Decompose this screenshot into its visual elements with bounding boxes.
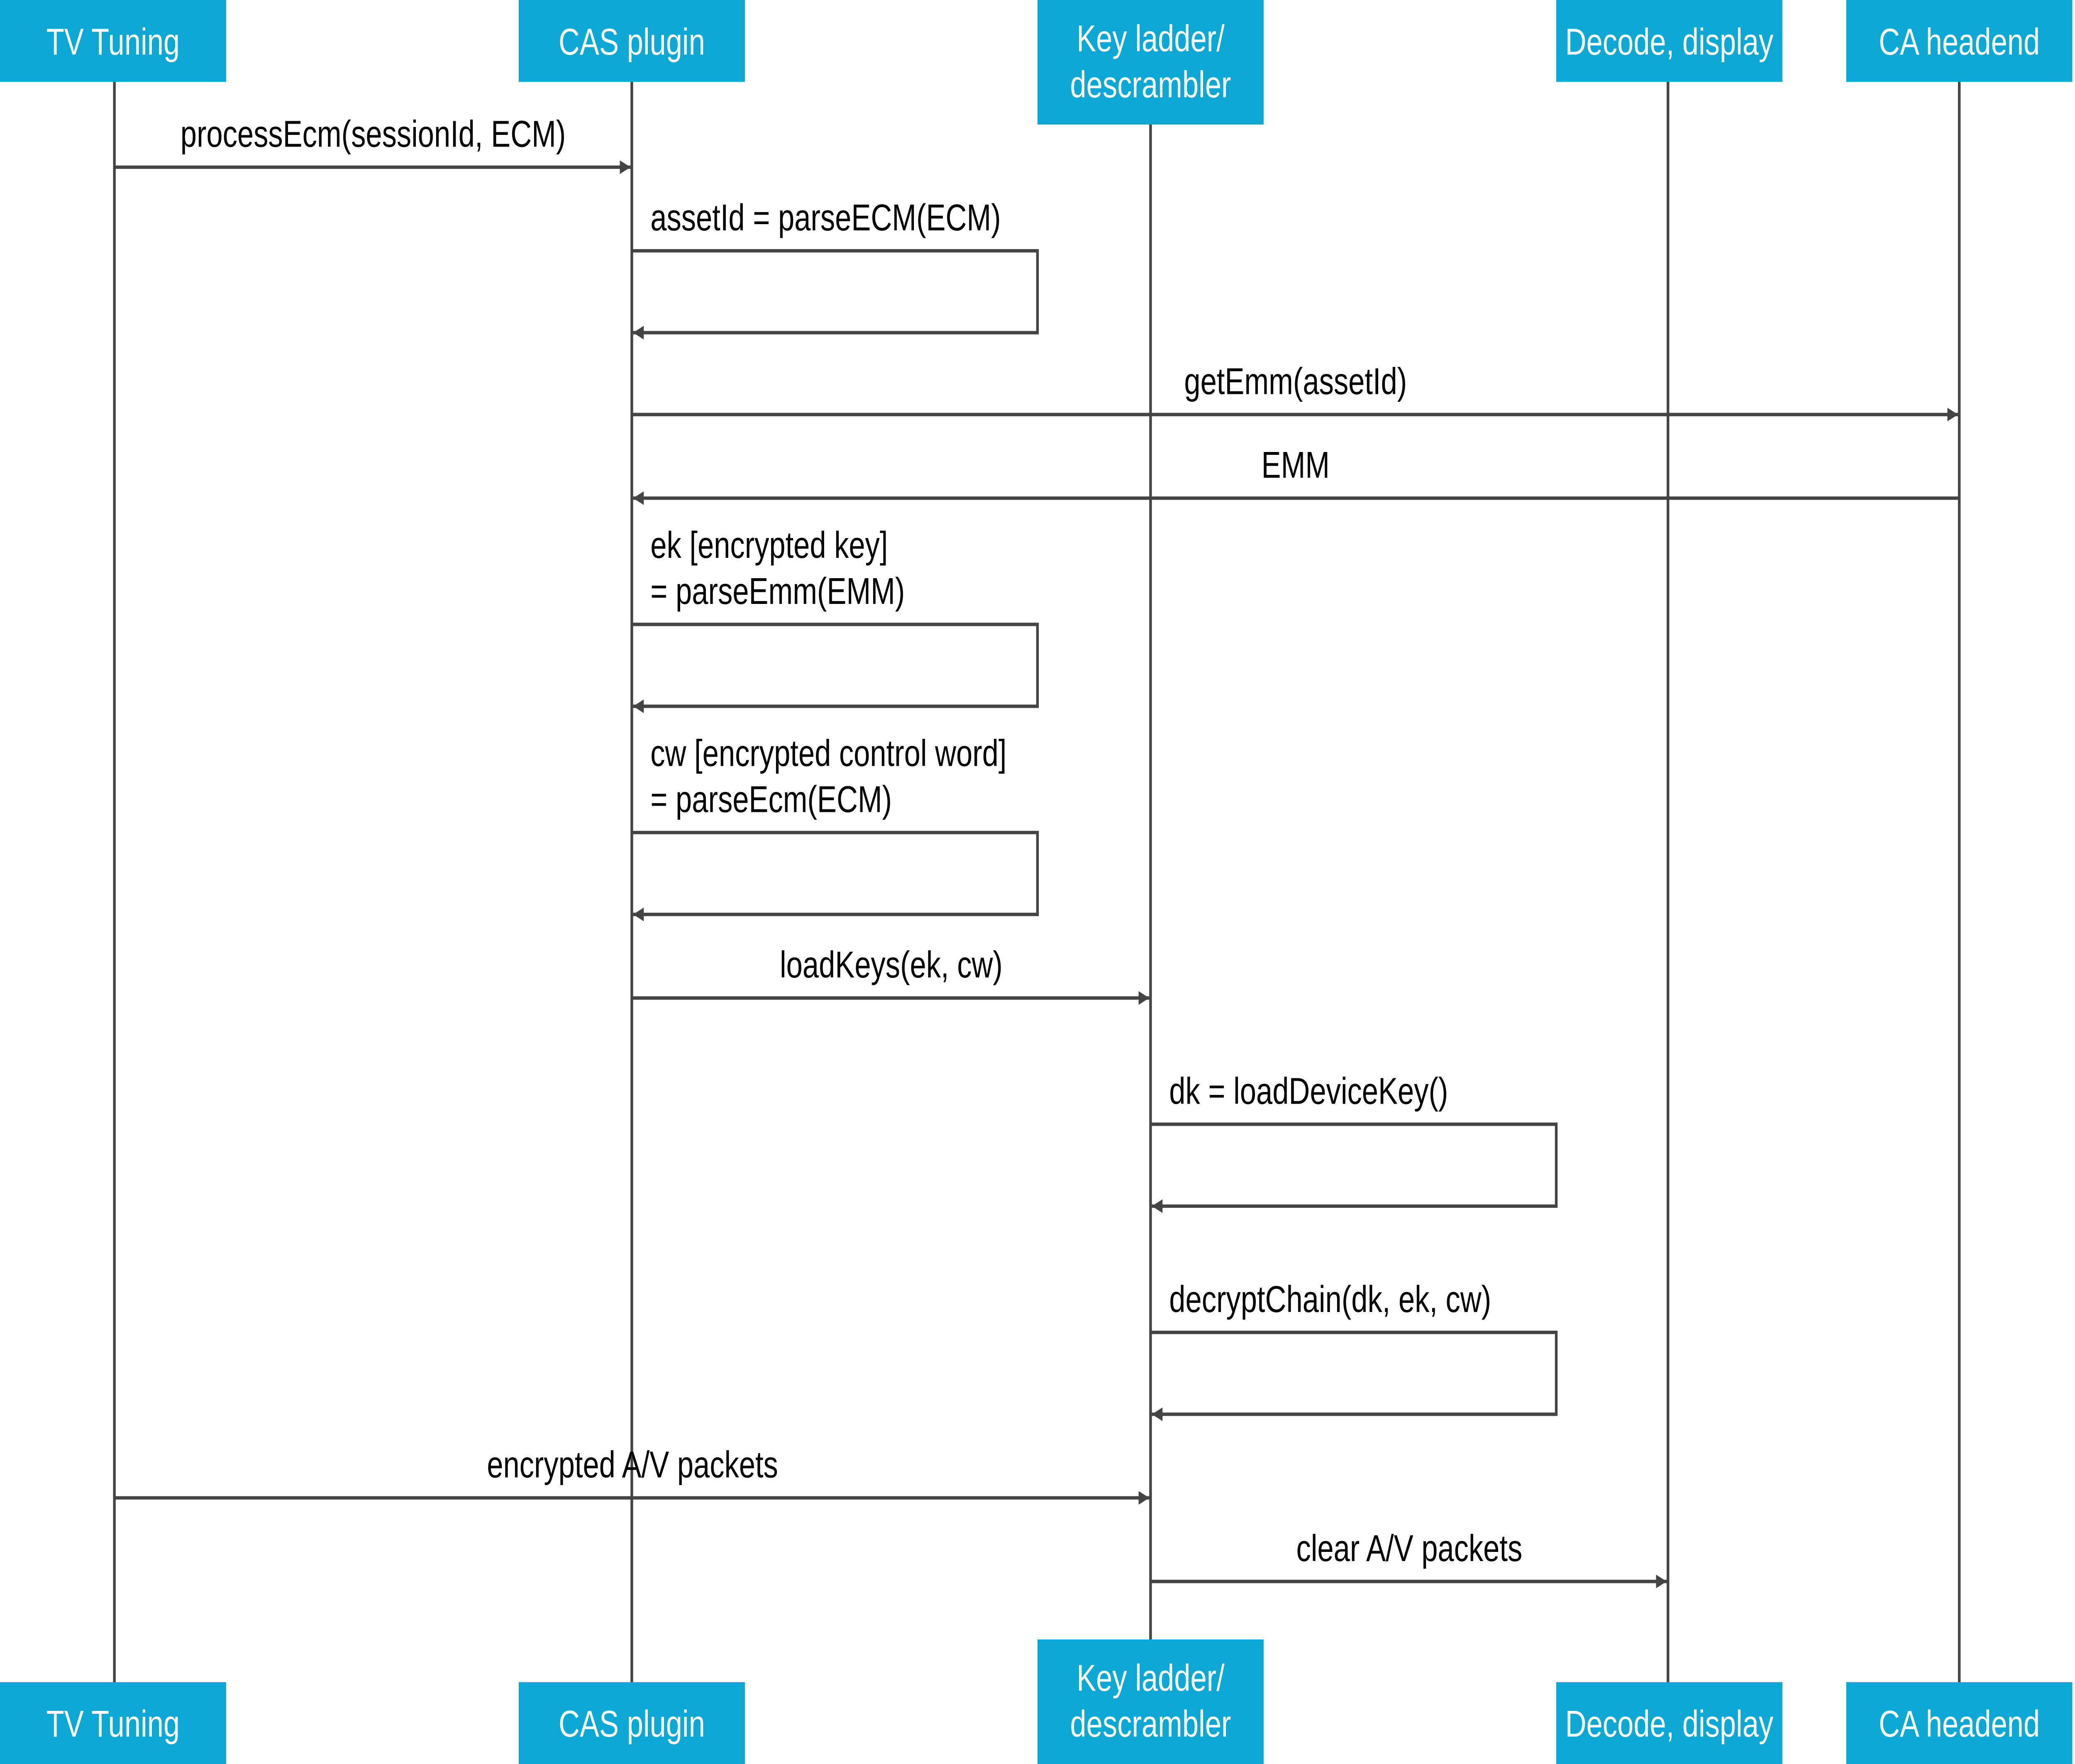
- message-9: encrypted A/V packets: [114, 1444, 1150, 1505]
- participant-box: [1038, 1639, 1264, 1764]
- participant-bottom-ca-headend: CA headend: [1846, 1682, 2073, 1764]
- participant-label: CA headend: [1879, 21, 2040, 63]
- message-label: getEmm(assetId): [1184, 361, 1407, 402]
- participant-top-ca-headend: CA headend: [1846, 0, 2073, 82]
- participant-box: [519, 1682, 745, 1764]
- participant-top-key-ladder-descrambler: Key ladder/descrambler: [1038, 0, 1264, 125]
- message-7: dk = loadDeviceKey(): [1150, 1070, 1558, 1213]
- participant-label: CAS plugin: [559, 1703, 705, 1745]
- message-5: cw [encrypted control word] = parseEcm(EC…: [632, 733, 1039, 921]
- participant-bottom-decode-display: Decode, display: [1556, 1682, 1782, 1764]
- participant-bottom-cas-plugin: CAS plugin: [519, 1682, 745, 1764]
- message-label: assetId = parseECM(ECM): [650, 197, 1001, 239]
- self-message-arrow: [1150, 1122, 1558, 1213]
- message-10: clear A/V packets: [1150, 1528, 1667, 1588]
- message-3: EMM: [633, 445, 1960, 505]
- message-label: processEcm(sessionId, ECM): [181, 113, 566, 155]
- participant-label: CA headend: [1879, 1703, 2040, 1745]
- participant-box: [1556, 0, 1782, 82]
- self-message-arrow: [632, 623, 1039, 713]
- self-message-arrow: [632, 831, 1039, 921]
- participant-box: [1556, 1682, 1782, 1764]
- participant-bottom-tv-tuning: TV Tuning: [0, 1682, 226, 1764]
- message-1: assetId = parseECM(ECM): [632, 197, 1039, 340]
- message-label: loadKeys(ek, cw): [780, 944, 1003, 986]
- message-8: decryptChain(dk, ek, cw): [1150, 1278, 1558, 1421]
- participant-label: TV Tuning: [46, 1703, 180, 1745]
- message-0: processEcm(sessionId, ECM): [114, 113, 631, 174]
- participant-label: Decode, display: [1565, 21, 1774, 63]
- participant-box: [1038, 0, 1264, 125]
- participant-label: descrambler: [1070, 64, 1231, 105]
- message-label: decryptChain(dk, ek, cw): [1169, 1278, 1491, 1320]
- self-message-arrow: [1150, 1330, 1558, 1421]
- participant-label: TV Tuning: [46, 21, 180, 63]
- participant-box: [0, 0, 226, 82]
- message-label: ek [encrypted key]: [650, 525, 888, 566]
- self-message-arrow: [632, 249, 1039, 340]
- participant-label: Key ladder/: [1077, 18, 1225, 59]
- participant-box: [1846, 1682, 2073, 1764]
- message-label: EMM: [1262, 445, 1330, 486]
- participant-bottom-key-ladder-descrambler: Key ladder/descrambler: [1038, 1639, 1264, 1764]
- message-label: clear A/V packets: [1296, 1528, 1522, 1569]
- participant-label: Decode, display: [1565, 1703, 1774, 1745]
- participant-top-cas-plugin: CAS plugin: [519, 0, 745, 82]
- message-label: = parseEcm(ECM): [650, 779, 892, 820]
- message-6: loadKeys(ek, cw): [632, 944, 1150, 1005]
- participant-box: [519, 0, 745, 82]
- message-label: encrypted A/V packets: [487, 1444, 778, 1485]
- message-label: cw [encrypted control word]: [650, 733, 1006, 774]
- participant-box: [0, 1682, 226, 1764]
- message-4: ek [encrypted key] = parseEmm(EMM): [632, 525, 1039, 713]
- participant-label: CAS plugin: [559, 21, 705, 63]
- message-label: = parseEmm(EMM): [650, 571, 905, 612]
- message-2: getEmm(assetId): [632, 361, 1958, 422]
- participant-box: [1846, 0, 2073, 82]
- participant-top-tv-tuning: TV Tuning: [0, 0, 226, 82]
- participant-top-decode-display: Decode, display: [1556, 0, 1782, 82]
- participant-label: Key ladder/: [1077, 1657, 1225, 1699]
- message-label: dk = loadDeviceKey(): [1169, 1070, 1448, 1112]
- participant-label: descrambler: [1070, 1703, 1231, 1745]
